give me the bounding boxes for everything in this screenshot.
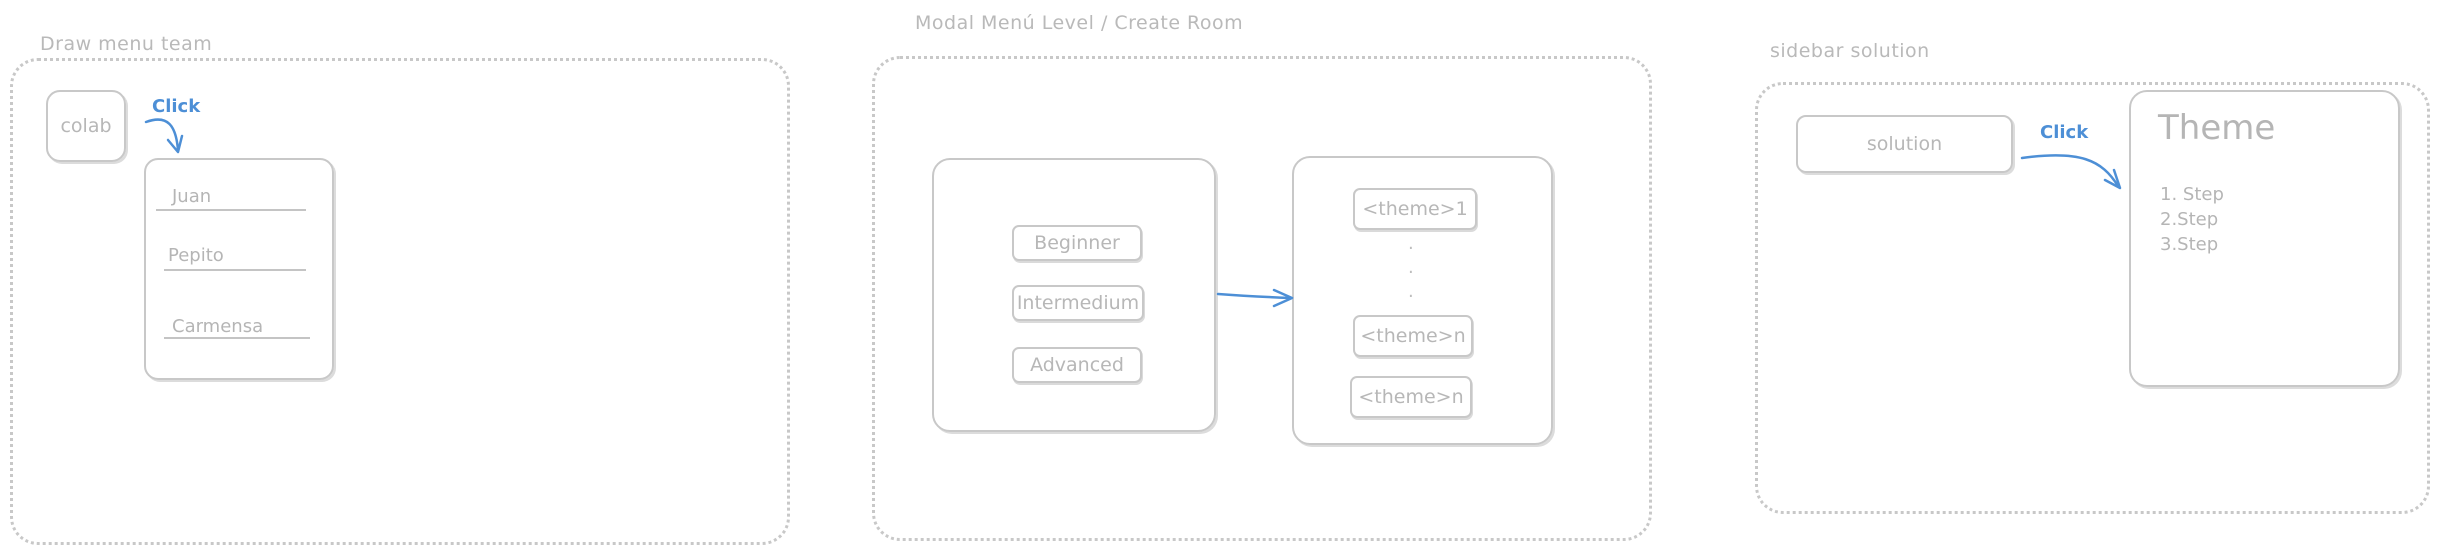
ellipsis-dot: · [1408,286,1414,307]
theme-sidebar-panel [2129,90,2400,387]
modal-frame [872,56,1652,541]
solution-button[interactable]: solution [1796,115,2013,173]
team-member-juan[interactable]: Juan [172,186,212,207]
team-click-arrow-head [166,134,184,154]
level-beginner-button[interactable]: Beginner [1012,225,1142,261]
team-menu-dropdown [144,158,334,380]
theme-item-n-last[interactable]: <theme>n [1350,376,1472,418]
team-frame [10,58,790,545]
theme-panel [1292,156,1553,445]
team-member-pepito[interactable]: Pepito [168,245,224,266]
team-click-arrow [144,118,180,152]
section-label-modal-menu: Modal Menú Level / Create Room [915,12,1244,34]
divider [156,209,306,211]
sidebar-frame [1755,82,2430,514]
level-to-theme-arrow-head [1272,288,1294,308]
ellipsis-dot: · [1408,262,1414,283]
level-to-theme-arrow [1216,292,1292,300]
step-item: 1. Step [2160,184,2224,205]
theme-item-1[interactable]: <theme>1 [1353,188,1477,230]
step-item: 2.Step [2160,209,2219,230]
section-label-sidebar-solution: sidebar solution [1770,40,1930,62]
ellipsis-dot: · [1408,238,1414,259]
level-advanced-button[interactable]: Advanced [1012,347,1142,383]
level-panel [932,158,1216,432]
step-item: 3.Step [2160,234,2219,255]
sidebar-click-arrow [2020,154,2120,188]
level-intermedium-button[interactable]: Intermedium [1012,285,1144,321]
section-label-draw-menu-team: Draw menu team [40,33,213,55]
team-click-label: Click [152,96,201,117]
theme-sidebar-title: Theme [2158,108,2276,148]
team-member-carmensa[interactable]: Carmensa [172,316,264,337]
sidebar-click-arrow-head [2103,168,2122,190]
divider [164,269,306,271]
divider [164,337,310,339]
sidebar-click-label: Click [2040,122,2089,143]
colab-button[interactable]: colab [46,90,126,162]
theme-item-n[interactable]: <theme>n [1353,315,1473,357]
